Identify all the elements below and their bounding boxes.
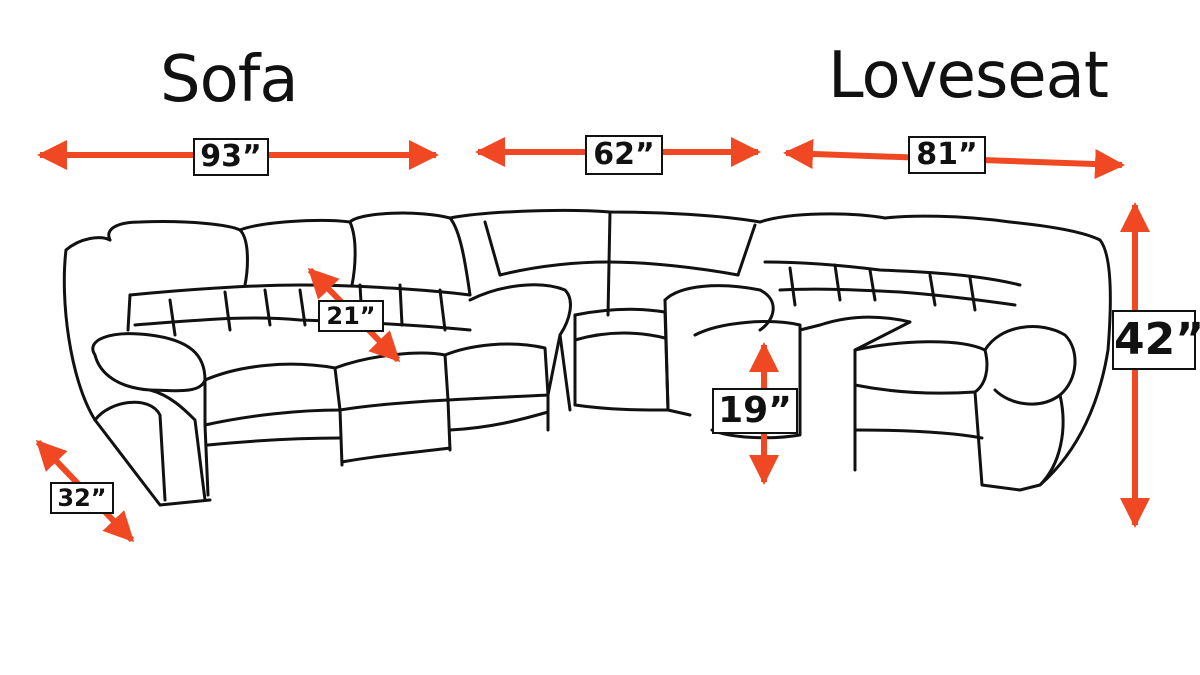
seat-depth-label: 21” bbox=[318, 300, 384, 332]
sectional-sofa-line-drawing bbox=[62, 208, 1112, 507]
sofa-width-label: 93” bbox=[193, 138, 269, 176]
sofa-title: Sofa bbox=[160, 43, 299, 117]
height-label: 42” bbox=[1112, 310, 1200, 370]
seat-height-label: 19” bbox=[712, 388, 798, 434]
depth-label: 32” bbox=[50, 482, 114, 514]
loveseat-width-label: 81” bbox=[908, 136, 986, 174]
wedge-width-label: 62” bbox=[585, 135, 663, 175]
loveseat-title: Loveseat bbox=[828, 39, 1109, 113]
